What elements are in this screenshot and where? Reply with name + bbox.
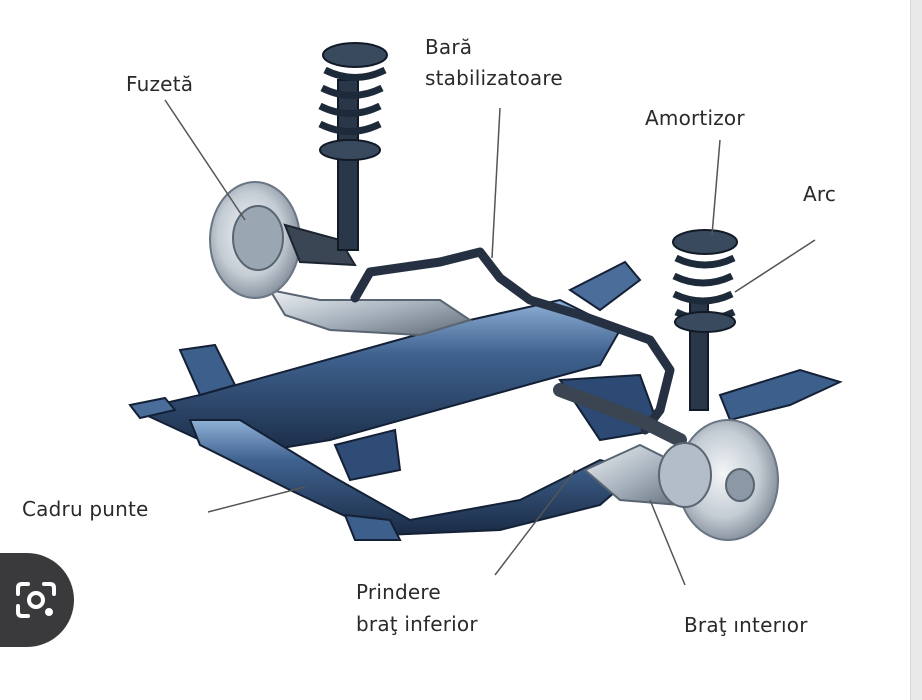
right-strut [672,229,738,411]
stabilizer-bar [350,247,675,435]
leader-lines [164,99,816,586]
label-brat-inferior-mount: braţ inferior [356,612,478,636]
label-bara: Bară [425,35,473,59]
drive-shaft [553,383,687,447]
label-prindere: Prindere [356,580,441,604]
label-amortizor: Amortizor [645,106,745,130]
visual-search-button[interactable] [0,553,74,647]
left-lower-arm [267,288,473,337]
label-fuzeta: Fuzetă [126,72,194,96]
left-knuckle-assembly [209,181,357,299]
label-cadru-punte: Cadru punte [22,497,149,521]
camera-search-icon [16,582,56,618]
right-knuckle-assembly [583,419,779,541]
label-arc: Arc [803,182,837,206]
label-stabilizatoare: stabilizatoare [425,66,563,90]
left-strut [318,42,388,251]
window-edge [910,0,922,700]
label-brat-inferior: Braţ ınterıor [684,613,808,637]
